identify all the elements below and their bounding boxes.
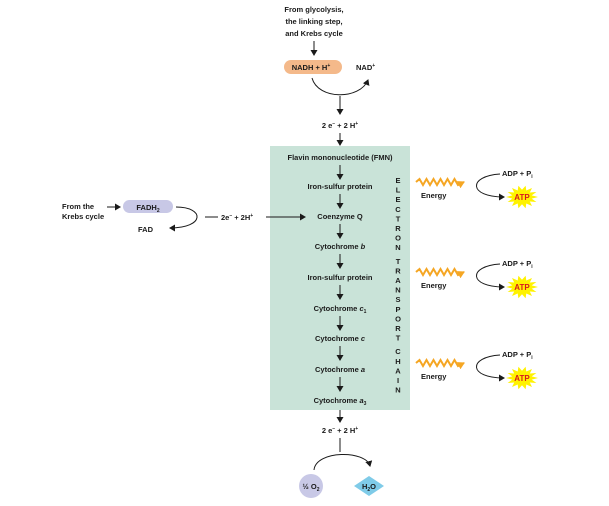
nad-label: NAD+ bbox=[356, 63, 375, 72]
vertical-letter: T bbox=[396, 214, 401, 223]
krebs-line-1: From the bbox=[62, 202, 94, 211]
oxygen-label: ½ O2 bbox=[303, 482, 320, 493]
fes1-label: Iron-sulfur protein bbox=[308, 182, 373, 191]
energy-atp-group: Energy ADP + Pi ATP bbox=[415, 259, 538, 299]
chain-box bbox=[270, 146, 410, 410]
vertical-letter: O bbox=[395, 314, 401, 323]
fadh-curve-arrow bbox=[169, 206, 198, 232]
energy-zigzag-arrow bbox=[415, 267, 465, 279]
atp-starburst bbox=[506, 366, 538, 390]
water-label: H2O bbox=[362, 482, 376, 493]
fadh-label: FADH2 bbox=[136, 203, 159, 214]
adp-to-atp-arrow bbox=[476, 263, 505, 291]
adp-label: ADP + Pi bbox=[502, 259, 533, 270]
cytb-label: Cytochrome b bbox=[315, 242, 366, 251]
energy-zigzag-arrow bbox=[415, 177, 465, 189]
water-diamond bbox=[354, 476, 384, 496]
fmn-label: Flavin mononucleotide (FMN) bbox=[288, 153, 393, 162]
vertical-letter: R bbox=[395, 224, 401, 233]
vertical-letter: E bbox=[395, 176, 400, 185]
adp-to-atp-arrow bbox=[476, 173, 505, 201]
vertical-letter: S bbox=[395, 295, 400, 304]
vertical-letter: T bbox=[396, 334, 401, 343]
cytc-label: Cytochrome c bbox=[315, 334, 366, 343]
atp-label: ATP bbox=[514, 283, 530, 292]
vertical-letter: C bbox=[395, 205, 401, 214]
energy-atp-group: Energy ADP + Pi ATP bbox=[415, 350, 538, 390]
source-line-2: the linking step, bbox=[285, 17, 342, 26]
energy-atp-group: Energy ADP + Pi ATP bbox=[415, 169, 538, 209]
vertical-letter: A bbox=[395, 366, 401, 375]
nadh-label: NADH + H+ bbox=[292, 63, 331, 72]
vertical-letter: C bbox=[395, 347, 401, 356]
energy-label: Energy bbox=[421, 281, 447, 290]
fad-label: FAD bbox=[138, 225, 154, 234]
adp-label: ADP + Pi bbox=[502, 350, 533, 361]
fad-electrons-label: 2e– + 2H+ bbox=[221, 213, 253, 222]
energy-zigzag-arrow bbox=[415, 358, 465, 370]
cytc1-label: Cytochrome c1 bbox=[314, 304, 367, 315]
cyta-label: Cytochrome a bbox=[315, 365, 365, 374]
fes2-label: Iron-sulfur protein bbox=[308, 273, 373, 282]
vertical-letter: O bbox=[395, 234, 401, 243]
vertical-letter: P bbox=[395, 305, 400, 314]
coq-label: Coenzyme Q bbox=[317, 212, 363, 221]
vertical-letter: R bbox=[395, 266, 401, 275]
electrons-top-label: 2 e– + 2 H+ bbox=[322, 121, 358, 130]
fadh-pill bbox=[123, 200, 173, 213]
vertical-letter: I bbox=[397, 376, 399, 385]
atp-starburst bbox=[506, 185, 538, 209]
oxygen-to-water-curve-arrow bbox=[313, 454, 373, 471]
vertical-letter: N bbox=[395, 386, 400, 395]
electrons-bottom-label: 2 e– + 2 H+ bbox=[322, 426, 358, 435]
vertical-letter: R bbox=[395, 324, 401, 333]
nadh-curve-arrow bbox=[311, 77, 370, 96]
vertical-letter: H bbox=[395, 357, 400, 366]
atp-label: ATP bbox=[514, 374, 530, 383]
vertical-letter: N bbox=[395, 243, 400, 252]
krebs-line-2: Krebs cycle bbox=[62, 212, 104, 221]
energy-label: Energy bbox=[421, 372, 447, 381]
oxygen-circle bbox=[299, 474, 323, 498]
atp-starburst bbox=[506, 275, 538, 299]
vertical-letter: T bbox=[396, 257, 401, 266]
source-line-3: and Krebs cycle bbox=[285, 29, 343, 38]
nadh-pill bbox=[284, 60, 342, 74]
atp-label: ATP bbox=[514, 193, 530, 202]
vertical-letter: L bbox=[396, 186, 401, 195]
vertical-letter: A bbox=[395, 276, 401, 285]
source-line-1: From glycolysis, bbox=[284, 5, 343, 14]
adp-to-atp-arrow bbox=[476, 354, 505, 382]
energy-label: Energy bbox=[421, 191, 447, 200]
vertical-letter: E bbox=[395, 195, 400, 204]
vertical-letter: N bbox=[395, 286, 400, 295]
adp-label: ADP + Pi bbox=[502, 169, 533, 180]
cyta3-label: Cytochrome a3 bbox=[314, 396, 367, 407]
